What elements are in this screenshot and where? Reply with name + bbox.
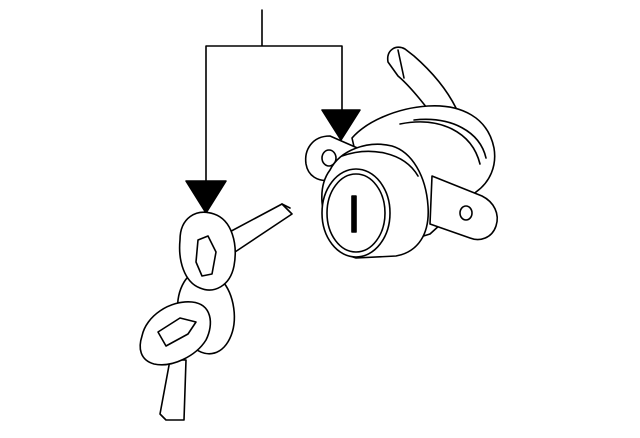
right-mount-hole: [459, 205, 473, 221]
callout-leader: [185, 9, 361, 214]
keyway-slot: [351, 195, 357, 233]
lever-arm: [386, 46, 457, 123]
key-icon: [139, 203, 293, 421]
lock-cylinder-icon: [304, 46, 498, 259]
arrow-to-lock: [321, 109, 361, 141]
key-2-blade: [159, 359, 187, 421]
key-1-head: [178, 211, 236, 291]
arrow-to-keys: [185, 180, 227, 214]
key-1-hole: [195, 235, 217, 277]
leader-lines: [205, 9, 343, 185]
left-mount-hole: [321, 149, 337, 167]
key-2-head: [139, 301, 212, 366]
key-2-hole: [157, 317, 197, 347]
